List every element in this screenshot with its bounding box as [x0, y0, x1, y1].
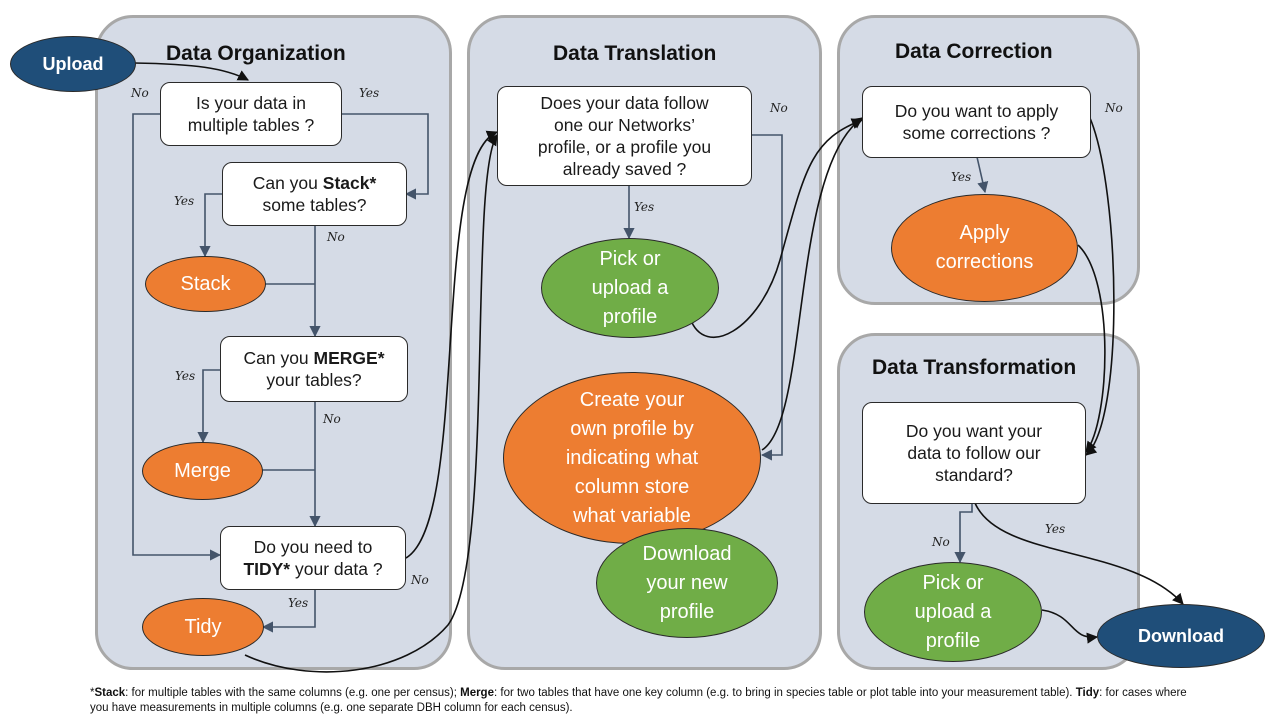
question-line: data to follow our [907, 443, 1041, 463]
edge-label-no: No [411, 573, 429, 587]
question-keyword: MERGE* [313, 348, 385, 368]
node-line: profile [659, 600, 715, 623]
edge-label-yes: Yes [175, 369, 196, 383]
question-line: your tables? [266, 370, 362, 390]
question-text: Can you [243, 348, 314, 368]
node-line: Apply [959, 222, 1010, 244]
edge-label-no: No [131, 86, 149, 100]
stack-node: Stack [145, 256, 266, 312]
stack-label: Stack [180, 272, 231, 295]
node-line: column store [574, 475, 690, 498]
question-line: Does your data follow [540, 93, 709, 113]
footnote-term-merge: Merge [460, 687, 494, 699]
question-profile: Does your data follow one our Networks’ … [497, 86, 752, 186]
panel-title-translation: Data Translation [553, 42, 717, 65]
download-profile-node: Download your new profile [596, 528, 778, 638]
question-line: profile, or a profile you [537, 137, 712, 157]
question-keyword: TIDY* [243, 559, 291, 579]
edge-label-no: No [323, 412, 341, 426]
upload-node: Upload [10, 36, 136, 92]
node-line: Pick or [599, 247, 661, 270]
question-line: one our Networks’ [553, 115, 696, 135]
question-line: TIDY* your data ? [243, 558, 382, 580]
question-stack: Can you Stack* some tables? [222, 162, 407, 226]
node-line: what variable [573, 504, 691, 527]
question-line: Can you Stack* [253, 172, 377, 194]
node-line: profile [925, 629, 981, 652]
tidy-node: Tidy [142, 598, 264, 656]
node-line: own profile by [570, 417, 694, 440]
panel-title-transformation: Data Transformation [872, 356, 1077, 379]
node-line: profile [602, 305, 658, 328]
edge-label-yes: Yes [359, 86, 380, 100]
footnote-term-tidy: Tidy [1075, 687, 1100, 699]
node-line: Download [642, 542, 732, 565]
question-line: standard? [935, 465, 1013, 485]
upload-label: Upload [42, 53, 104, 74]
panel-title-organization: Data Organization [166, 42, 346, 65]
edge-label-no: No [1105, 101, 1123, 115]
question-line: some tables? [262, 195, 367, 215]
question-line: Is your data in [196, 93, 306, 113]
footnote-term-stack: Stack [94, 687, 126, 699]
edge-label-yes: Yes [951, 170, 972, 184]
node-line: Create your [579, 388, 685, 411]
merge-label: Merge [174, 459, 231, 482]
panel-title-correction: Data Correction [895, 40, 1053, 63]
footnote-desc-merge: : for two tables that have one key colum… [493, 687, 1076, 699]
question-line: Do you want to apply [894, 101, 1059, 121]
download-node: Download [1097, 604, 1265, 668]
question-line: Do you want your [905, 421, 1043, 441]
create-profile-node: Create your own profile by indicating wh… [503, 372, 761, 544]
question-corrections: Do you want to apply some corrections ? [862, 86, 1091, 158]
footnote: *Stack: for multiple tables with the sam… [90, 687, 1187, 714]
edge-label-yes: Yes [288, 596, 309, 610]
apply-corrections-node: Apply corrections [891, 194, 1078, 302]
question-standard: Do you want your data to follow our stan… [862, 402, 1086, 504]
question-text: your data ? [290, 559, 383, 579]
node-line: corrections [935, 251, 1034, 273]
node-line: Pick or [922, 571, 984, 594]
edge-label-yes: Yes [1045, 522, 1066, 536]
question-line: already saved ? [562, 159, 687, 179]
question-multiple-tables: Is your data in multiple tables ? [160, 82, 342, 146]
node-line: upload a [914, 600, 992, 623]
pick-profile-node-2: Pick or upload a profile [864, 562, 1042, 662]
download-label: Download [1138, 625, 1224, 646]
node-line: upload a [591, 276, 669, 299]
question-text: Can you [252, 173, 323, 193]
footnote-desc-tidy: : for cases where you have measurements … [90, 687, 1187, 714]
edge-label-no: No [327, 230, 345, 244]
pick-profile-node: Pick or upload a profile [541, 238, 719, 338]
question-keyword: Stack* [322, 173, 377, 193]
edge-label-no: No [770, 101, 788, 115]
panel-data-correction [837, 15, 1140, 305]
edge-label-yes: Yes [174, 194, 195, 208]
question-line: Do you need to [253, 537, 373, 557]
footnote-desc-stack: : for multiple tables with the same colu… [125, 687, 461, 699]
node-line: indicating what [565, 446, 699, 469]
edge-label-no: No [932, 535, 950, 549]
question-line: some corrections ? [902, 123, 1051, 143]
question-tidy: Do you need to TIDY* your data ? [220, 526, 406, 590]
edge-label-yes: Yes [634, 200, 655, 214]
merge-node: Merge [142, 442, 263, 500]
question-merge: Can you MERGE* your tables? [220, 336, 408, 402]
question-line: Can you MERGE* [243, 347, 384, 369]
node-line: your new [646, 571, 728, 594]
tidy-label: Tidy [184, 615, 222, 638]
question-line: multiple tables ? [187, 115, 315, 135]
